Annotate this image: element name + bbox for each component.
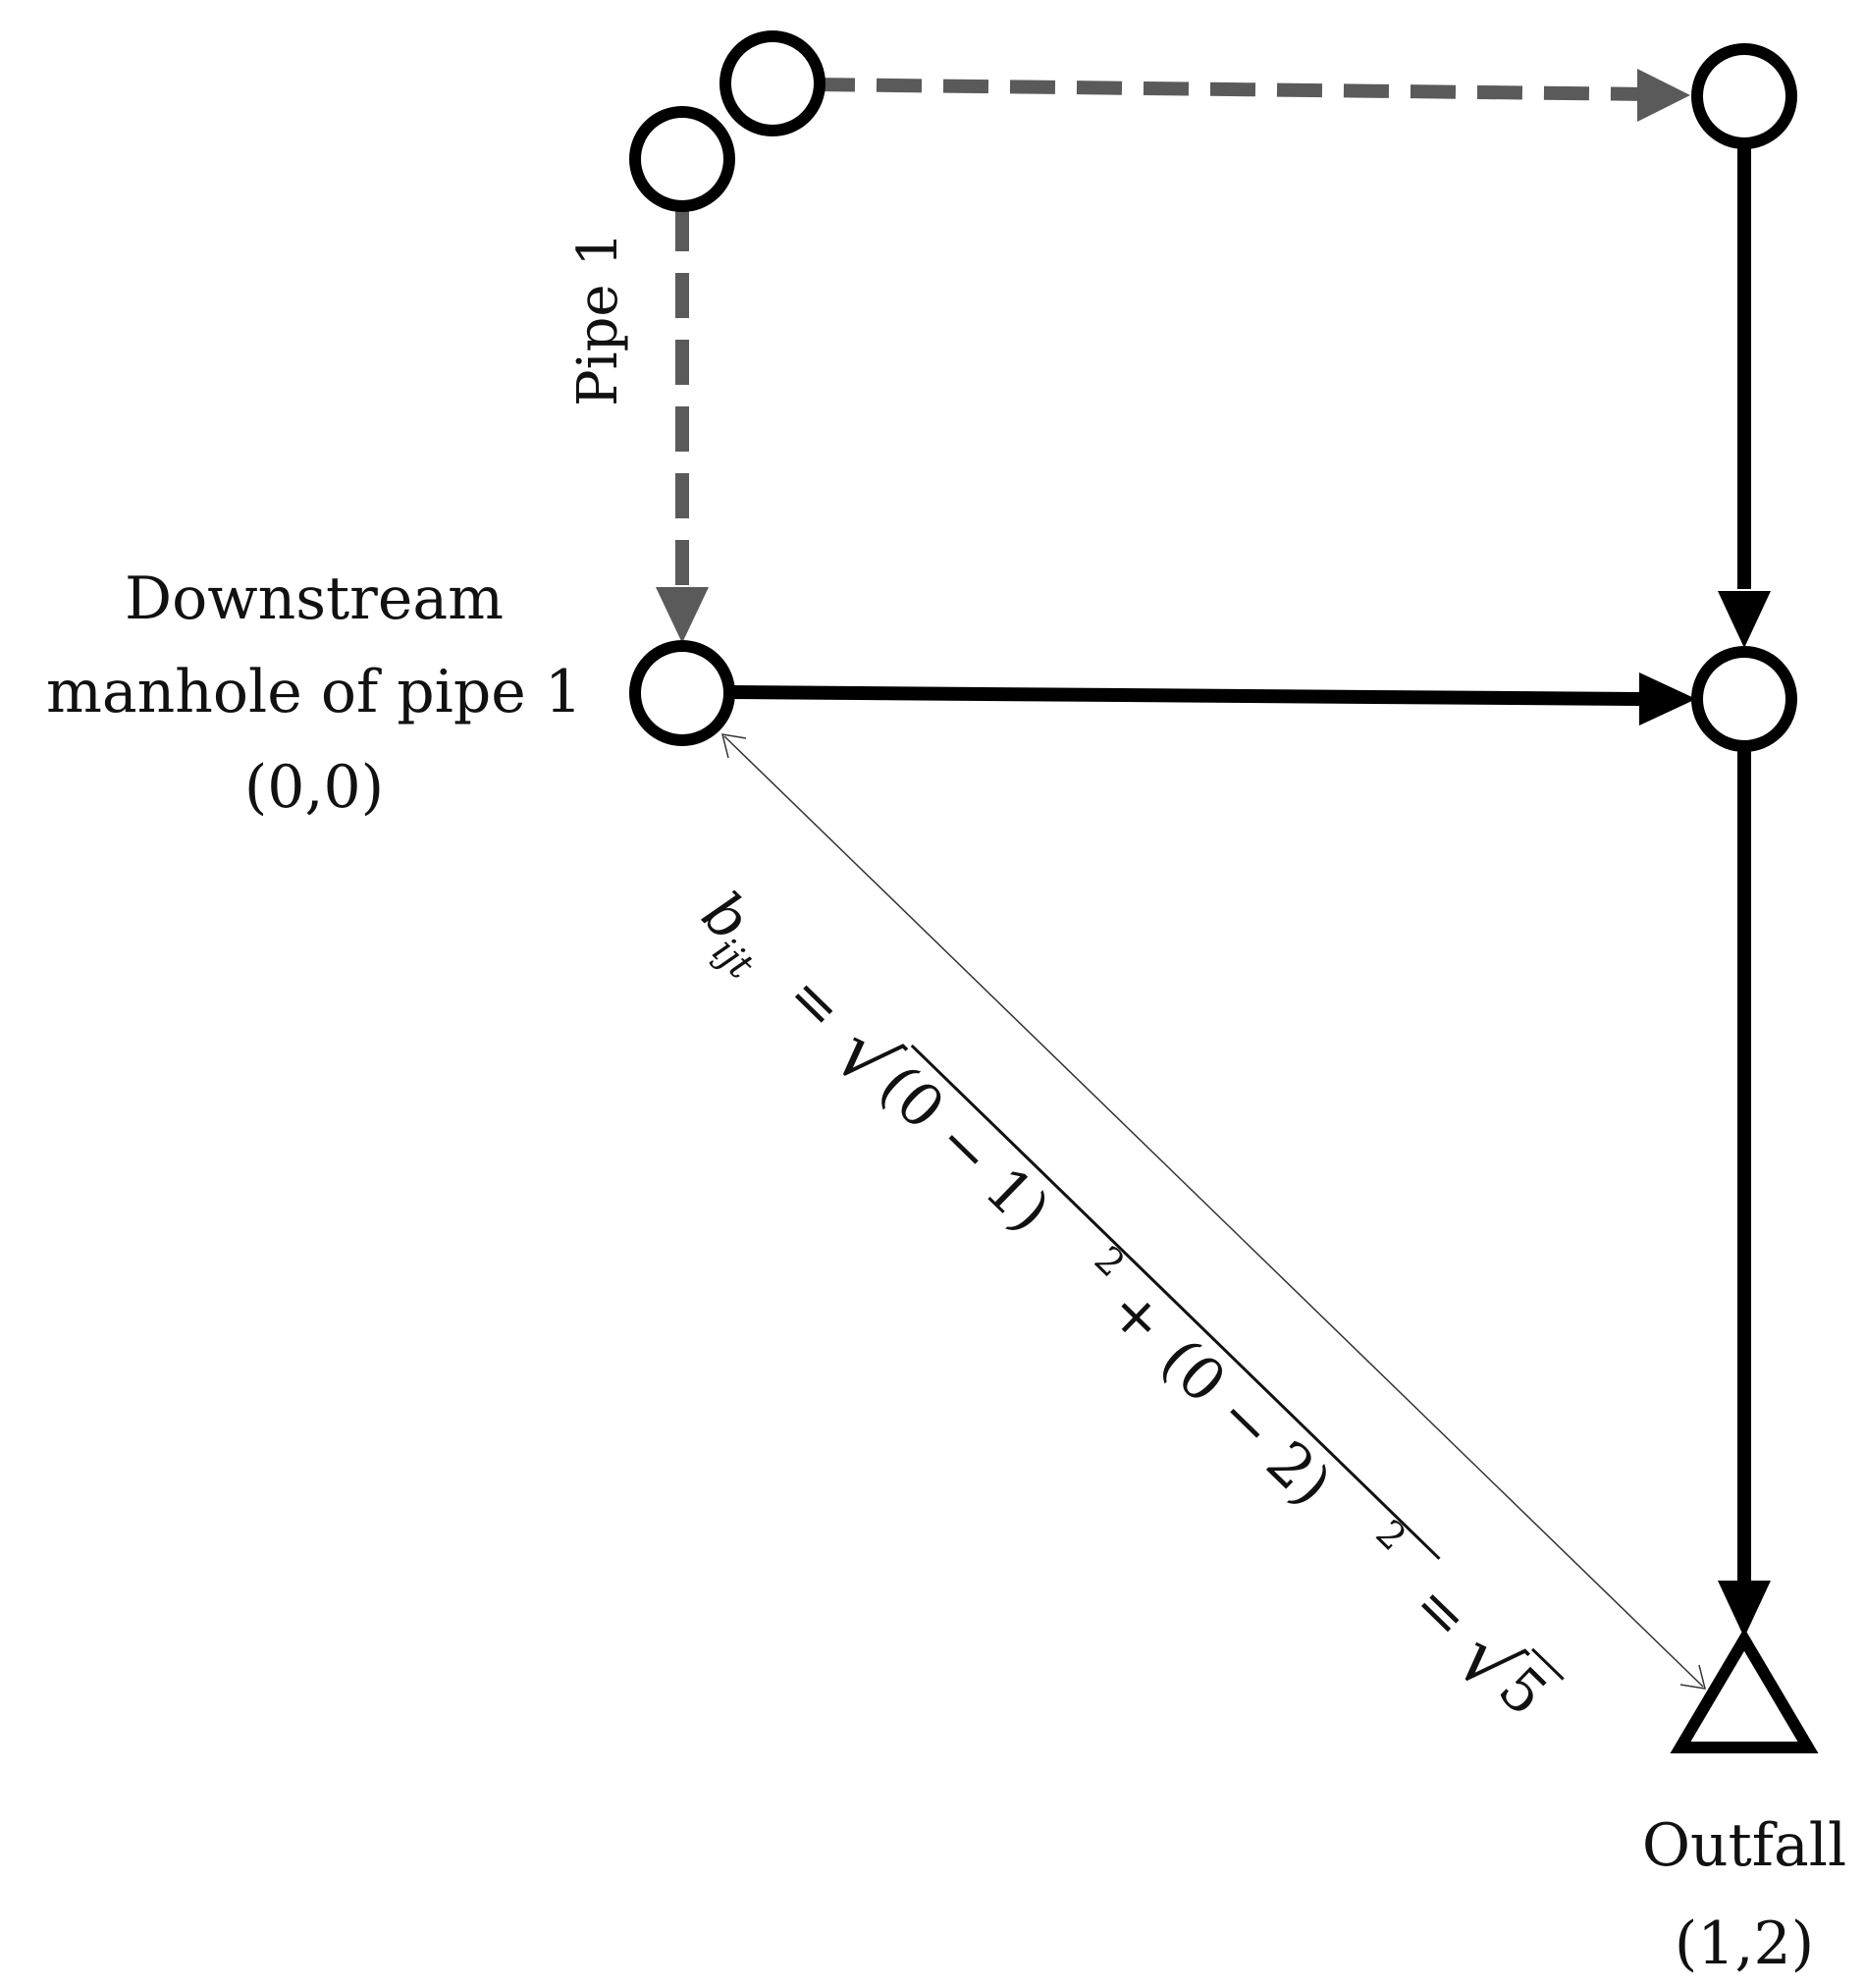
existing-pipe-right-upper [1718,143,1771,648]
outfall-label: Outfall [1642,1811,1846,1880]
existing-pipe-middle [727,672,1696,725]
eq-plus: + [1095,1275,1179,1359]
outfall-coord: (1,2) [1675,1909,1814,1978]
eq-exponent-1: 2 [1087,1238,1134,1285]
downstream-manhole-icon [629,640,735,746]
eq-result-vinculum [1531,1647,1565,1681]
outfall-icon [1670,1628,1819,1753]
proposed-pipe-1 [656,206,709,643]
manhole-top-right-icon [1691,43,1797,149]
manhole-top-left-b-icon [719,30,825,136]
proposed-pipe-horizontal [809,69,1690,122]
pipe1-label: Pipe 1 [566,232,630,406]
eq-exponent-2: 2 [1367,1512,1414,1559]
eq-equals-2: = [1400,1571,1483,1654]
eq-radicand-2: (0 − 2) [1147,1325,1344,1520]
eq-equals: = [773,961,857,1045]
downstream-label-line2: manhole of pipe 1 [46,658,582,726]
downstream-label-line1: Downstream [125,564,504,633]
distance-line [720,733,1707,1690]
downstream-coord: (0,0) [244,753,384,822]
eq-vinculum [910,1044,1441,1560]
manhole-middle-right-icon [1691,646,1797,752]
distance-equation: b ijt = √ (0 − 1) 2 + (0 − 2) 2 = √ 5 [689,880,1565,1730]
existing-pipe-right-lower [1718,751,1771,1638]
eq-radicand-1: (0 − 1) [866,1051,1062,1246]
manhole-top-left-a-icon [629,106,735,212]
